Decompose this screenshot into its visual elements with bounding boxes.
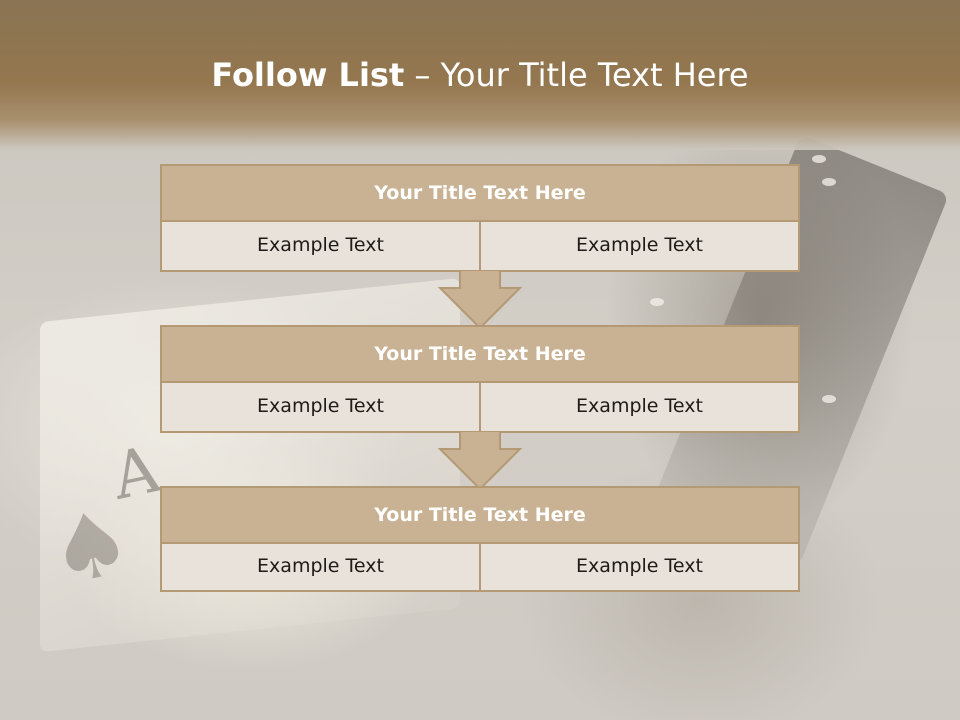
flow-step-row: Example Text Example Text [162,383,798,431]
flow-step-1: Your Title Text Here Example Text Exampl… [160,164,800,272]
background-pip [812,155,826,163]
flow-step-title: Your Title Text Here [162,166,798,222]
flow-step-right-text: Example Text [481,383,798,431]
flow-step-left-text: Example Text [162,383,481,431]
flow-step-left-text: Example Text [162,222,481,270]
flow-step-right-text: Example Text [481,544,798,590]
flow-step-left-text: Example Text [162,544,481,590]
flow-step-right-text: Example Text [481,222,798,270]
flow-step-row: Example Text Example Text [162,222,798,270]
down-arrow-icon [438,270,522,330]
background-pip [650,298,664,306]
slide-title-rest: – Your Title Text Here [404,56,749,94]
background-pip [822,395,836,403]
slide-title-strong: Follow List [211,56,405,94]
slide-title: Follow List – Your Title Text Here [0,52,960,98]
flow-step-title: Your Title Text Here [162,488,798,544]
flow-step-2: Your Title Text Here Example Text Exampl… [160,325,800,433]
background-pip [822,178,836,186]
down-arrow-icon [438,431,522,491]
flow-step-row: Example Text Example Text [162,544,798,590]
flow-step-title: Your Title Text Here [162,327,798,383]
flow-step-3: Your Title Text Here Example Text Exampl… [160,486,800,592]
header-band [0,0,960,150]
